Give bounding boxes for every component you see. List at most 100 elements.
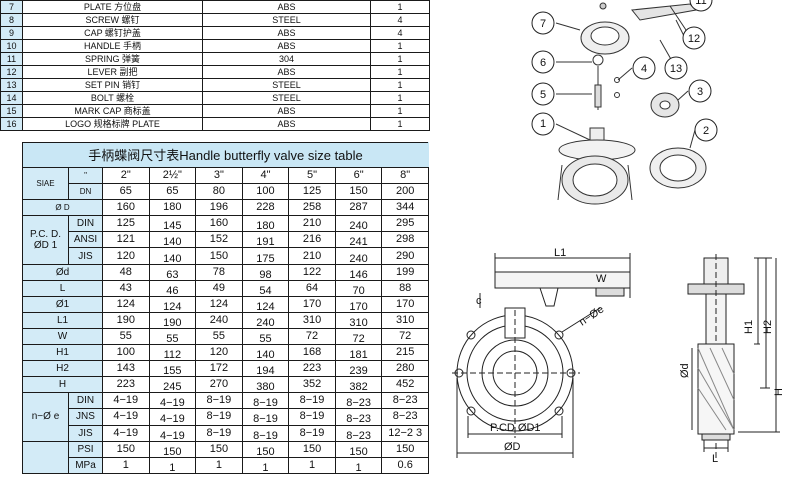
dimension-value: 55 — [195, 327, 243, 346]
part-quantity: 1 — [370, 117, 430, 131]
dimension-value: 46 — [148, 282, 197, 300]
dimension-label: H — [22, 376, 103, 394]
dimension-value: 215 — [381, 344, 429, 362]
bolt-value: 8−23 — [381, 392, 429, 410]
pressure-value: 0.6 — [381, 456, 429, 475]
part-name: HANDLE 手柄 — [22, 39, 203, 53]
part-name: LOGO 规格标牌 PLATE — [22, 117, 203, 131]
dimension-value: 181 — [334, 347, 383, 365]
pressure-value: 150 — [288, 440, 336, 458]
pcd-value: 140 — [148, 234, 197, 252]
pressure-value: 150 — [241, 443, 290, 461]
dimension-value: 49 — [195, 279, 243, 297]
dimension-value: 239 — [334, 363, 383, 381]
part-number: 13 — [0, 78, 23, 92]
dimension-value: 55 — [148, 330, 197, 349]
dimension-value: 55 — [241, 330, 290, 349]
pcd-value: 216 — [288, 231, 336, 249]
part-material: ABS — [202, 39, 371, 53]
dimension-label: L1 — [22, 311, 103, 329]
pressure-value: 150 — [102, 440, 150, 458]
pcd-value: 152 — [195, 231, 243, 249]
dimension-value: 382 — [334, 379, 383, 397]
pcd-label: P.C. D. ØD 1 — [22, 215, 69, 265]
pcd-value: 175 — [241, 250, 290, 268]
pcd-value: 125 — [102, 215, 150, 233]
pcd-standard: ANSI — [68, 231, 103, 249]
dimension-value: 124 — [102, 295, 150, 313]
dimension-value: 170 — [288, 295, 336, 313]
part-name: SET PIN 销钉 — [22, 78, 203, 92]
part-number: 7 — [0, 0, 23, 14]
callout-2: 2 — [703, 125, 709, 137]
dimension-value: 140 — [241, 347, 290, 365]
pressure-value: 150 — [334, 443, 383, 461]
bolt-pattern-label: n−Øe — [577, 303, 606, 328]
size-dn: 65 — [102, 183, 150, 201]
bolt-standard: DIN — [68, 392, 103, 410]
bolt-value: 4−19 — [102, 408, 150, 426]
size-inch: 4" — [241, 166, 290, 185]
bolt-value: 8−19 — [288, 408, 336, 426]
dimension-value: 43 — [102, 279, 150, 297]
dimension-value: 124 — [241, 298, 290, 316]
dimension-value: 190 — [148, 314, 197, 332]
od-value: 160 — [102, 199, 150, 217]
pressure-group — [22, 440, 69, 475]
dimension-value: 240 — [195, 311, 243, 329]
dimension-value: 64 — [288, 279, 336, 297]
pcd-value: 240 — [334, 218, 383, 236]
bolt-value: 4−19 — [148, 395, 197, 413]
pcd-value: 210 — [288, 215, 336, 233]
part-material: ABS — [202, 117, 371, 131]
pcd-value: 145 — [148, 218, 197, 236]
callout-6: 6 — [540, 57, 546, 69]
part-material: ABS — [202, 65, 371, 79]
pressure-label: PSI — [68, 440, 103, 458]
od-value: 258 — [288, 199, 336, 217]
size-dn: 150 — [334, 183, 383, 201]
dimension-value: 55 — [102, 327, 150, 346]
pcd-value: 140 — [148, 250, 197, 268]
inch-mark: " — [68, 166, 103, 185]
dimension-value: 270 — [195, 376, 243, 394]
bolt-standard: JNS — [68, 408, 103, 426]
dimension-value: 310 — [288, 311, 336, 329]
h1-label: H1 — [743, 320, 755, 334]
pcd-value: 210 — [288, 247, 336, 265]
dimension-value: 155 — [148, 363, 197, 381]
dimension-value: 452 — [381, 376, 429, 394]
dimension-value: 54 — [241, 282, 290, 300]
dimension-value: 48 — [102, 263, 150, 281]
part-material: STEEL — [202, 91, 371, 105]
dimension-value: 143 — [102, 360, 150, 378]
callout-5: 5 — [540, 89, 546, 101]
callout-3: 3 — [697, 86, 703, 98]
pcd-value: 120 — [102, 247, 150, 265]
h2-label: H2 — [762, 320, 774, 334]
bolt-value: 4−19 — [148, 427, 197, 445]
part-number: 14 — [0, 91, 23, 105]
callout-13: 13 — [670, 63, 682, 75]
bolt-value: 8−19 — [195, 392, 243, 410]
dimension-value: 146 — [334, 266, 383, 284]
pressure-value: 1 — [148, 459, 197, 478]
size-inch: 6" — [334, 166, 383, 185]
dimension-value: 223 — [102, 376, 150, 394]
part-quantity: 4 — [370, 13, 430, 27]
dimension-label: W — [22, 327, 103, 346]
dimension-label: H1 — [22, 344, 103, 362]
size-inch: 2" — [102, 166, 150, 185]
pressure-label: MPa — [68, 456, 103, 475]
part-name: PLATE 方位盘 — [22, 0, 203, 14]
dimension-value: 88 — [381, 279, 429, 297]
dimension-value: 352 — [288, 376, 336, 394]
front-view-drawing: L1 W n−Øe c P.CD ØD1 ØD — [450, 248, 650, 492]
size-dn: 65 — [148, 183, 197, 201]
h-label: H — [773, 388, 785, 396]
